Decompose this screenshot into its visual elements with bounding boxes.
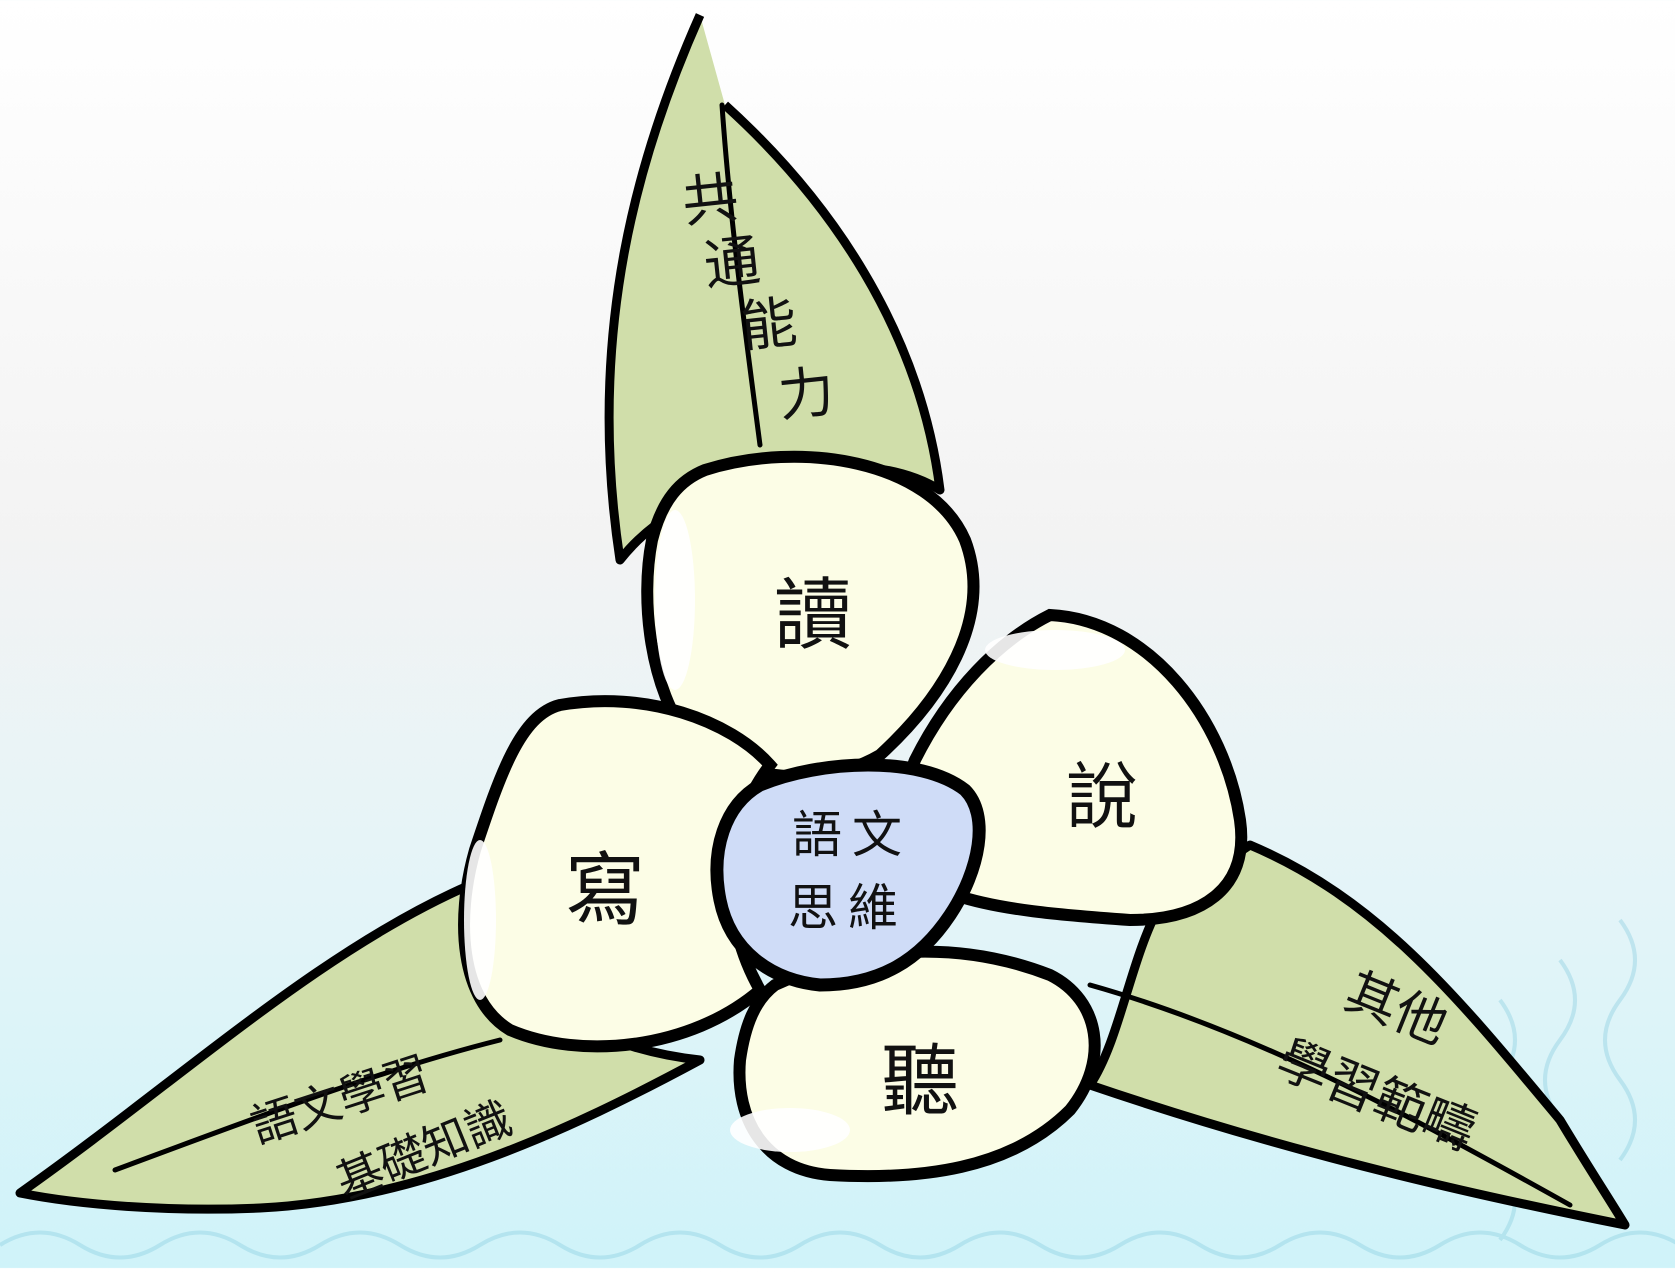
leaf-top-label-char-1: 共 [679,165,741,235]
petal-bottom [730,945,1101,1183]
center-disc [710,758,986,992]
petal-top-label: 讀 [774,571,852,661]
leaf-top-label-char-2: 通 [701,228,763,298]
petal-bottom-label: 聽 [881,1037,959,1127]
petal-right-label: 說 [1066,755,1138,839]
petal-left-label: 寫 [565,844,645,937]
leaf-left [15,880,705,1214]
leaf-top-label-char-4: 力 [775,359,837,429]
center-label-line-1: 語文 [792,806,912,864]
leaf-top-label: 共 通 能 力 [679,165,837,430]
leaf-right [1085,840,1630,1230]
center-label-line-2: 思維 [788,879,908,937]
petal-left [458,695,778,1053]
petal-right [900,608,1248,927]
leaf-top-label-char-3: 能 [738,290,800,360]
